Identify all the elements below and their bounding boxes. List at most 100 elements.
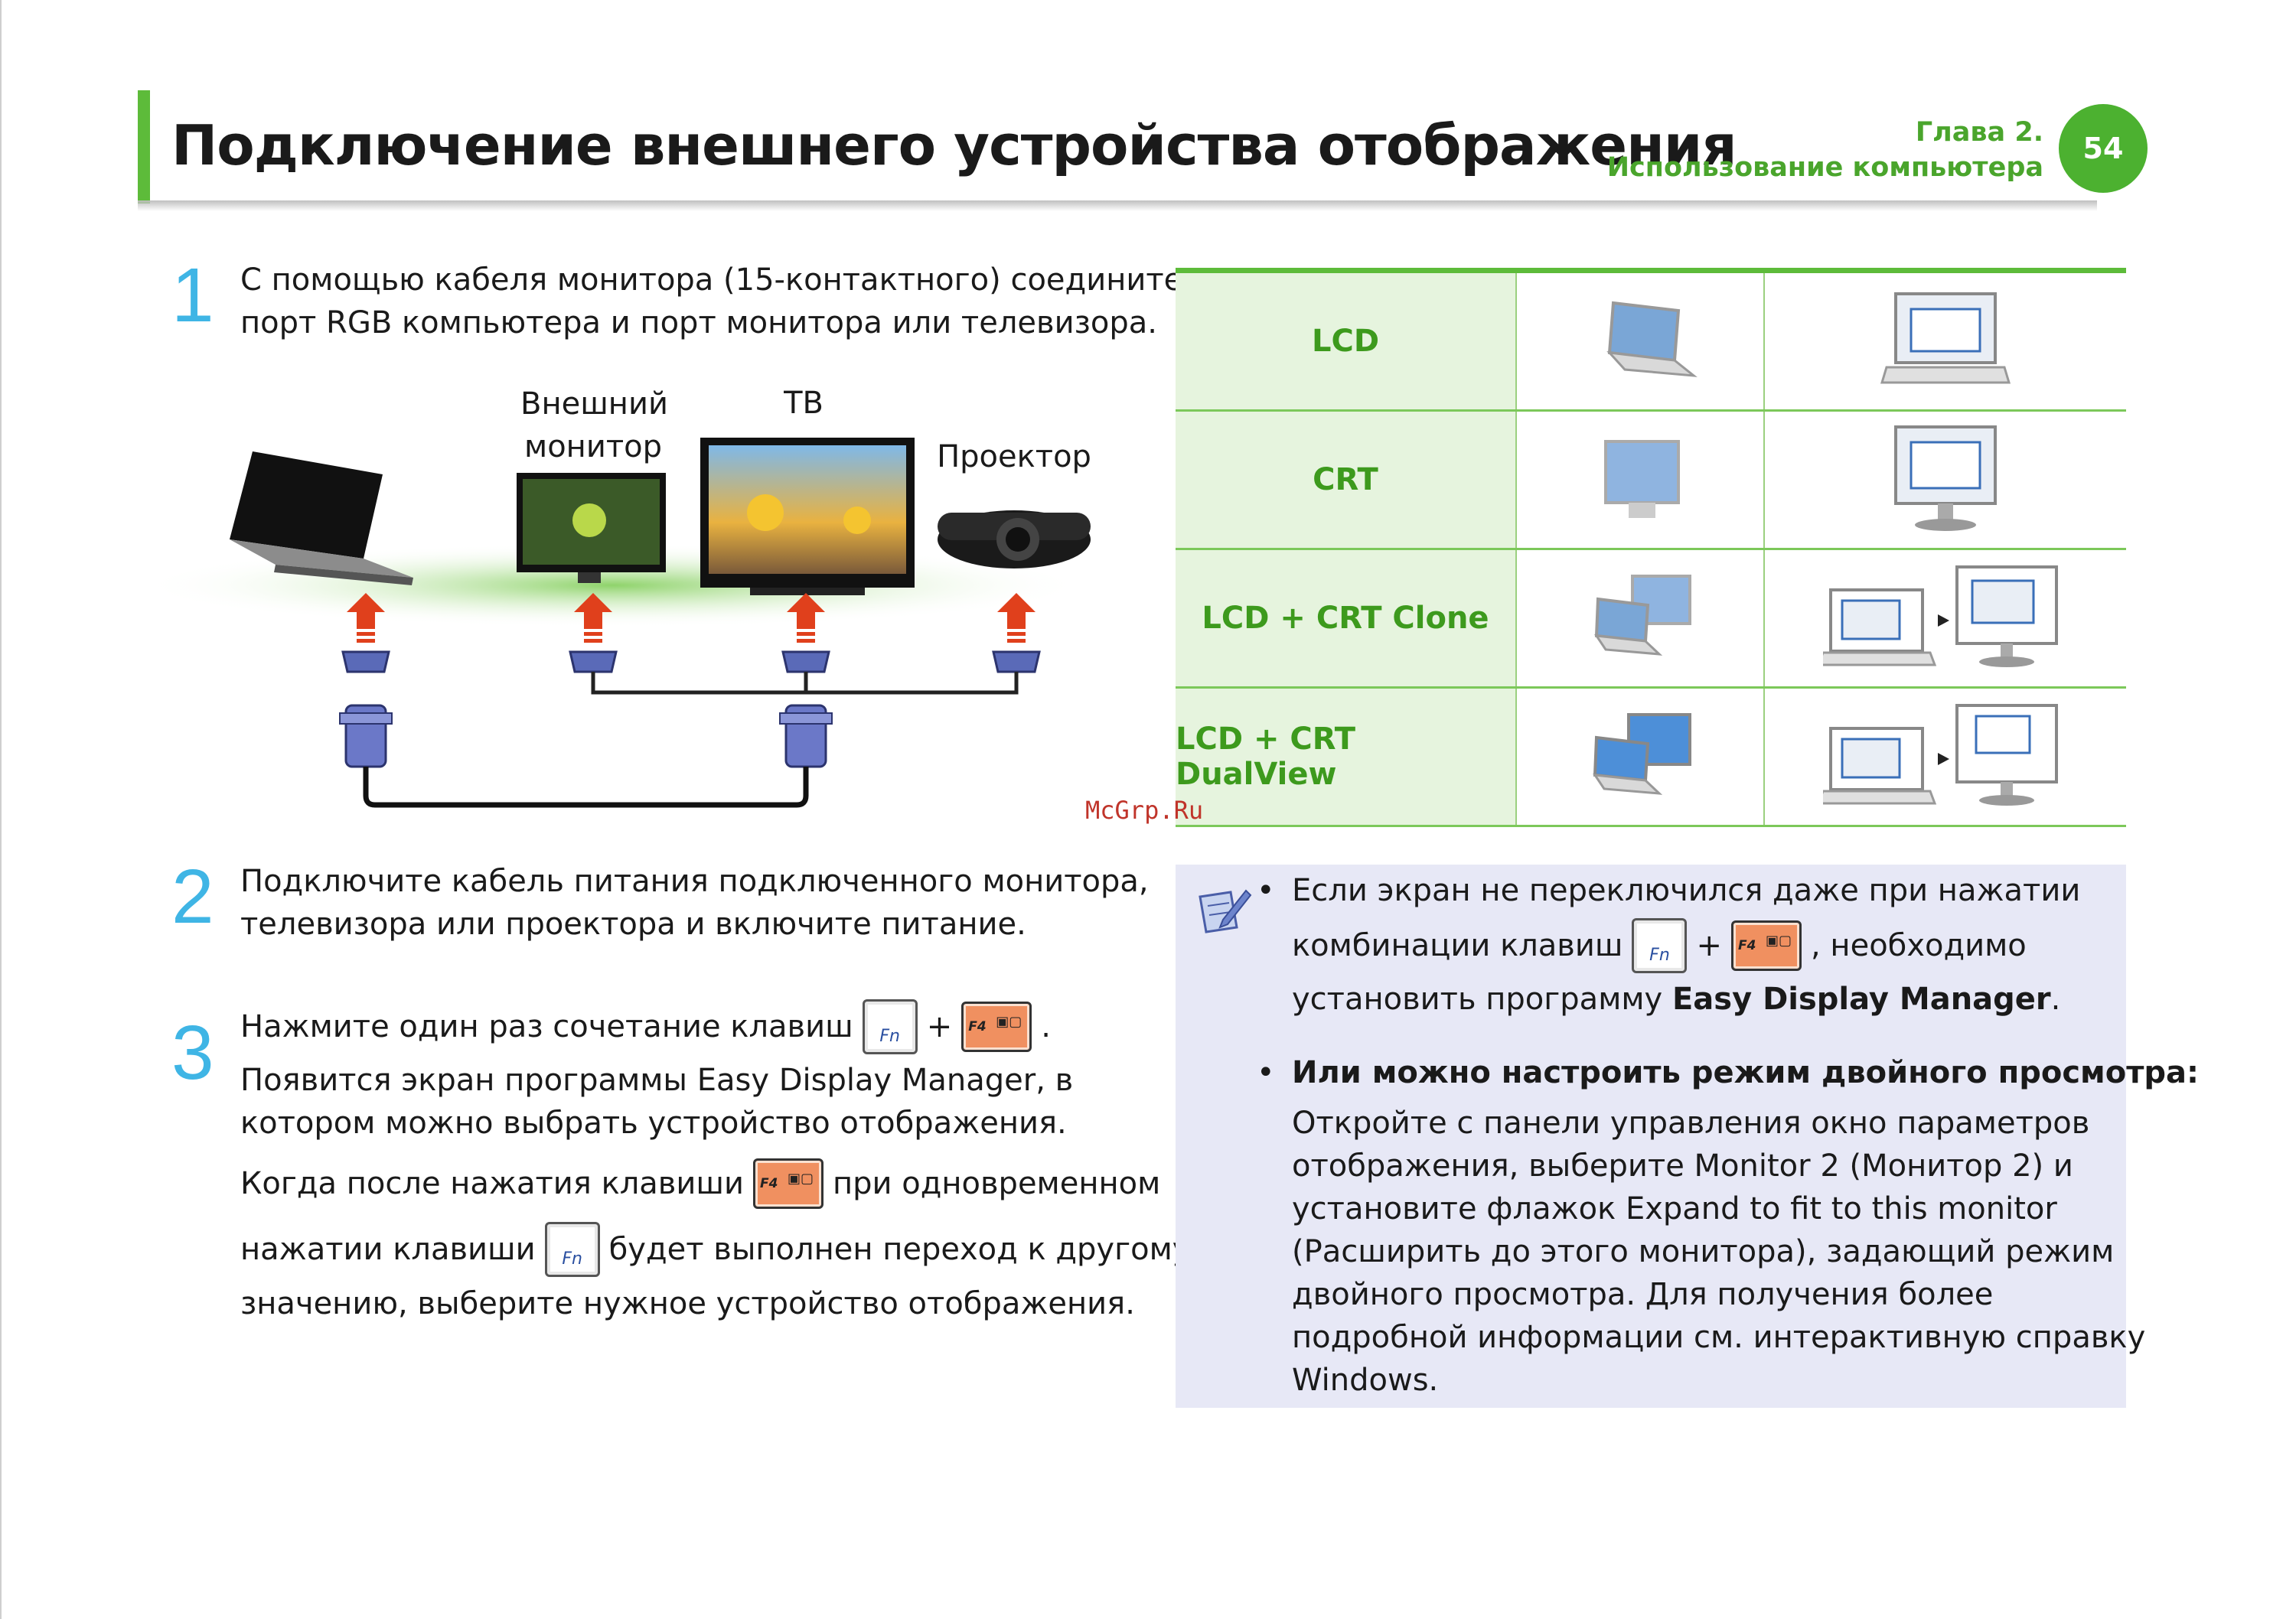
note-item-2: Или можно настроить режим двойного просм… [1292,1051,2199,1402]
projector-label: Проектор [937,439,1091,474]
fn-key-label: Fn [562,1249,582,1269]
step-3-text-fragment: нажатии клавиши [240,1232,536,1267]
note-heading: Или можно настроить режим двойного просм… [1292,1055,2200,1090]
step-3-line: Когда после нажатия клавиши F4▣▢ при одн… [240,1151,1190,1217]
note-line: установите флажок Expand to fit to this … [1292,1191,2057,1226]
mode-row-clone: LCD + CRT Clone [1176,550,2126,689]
projector-image [938,510,1091,568]
note-text-fragment: , необходимо [1811,928,2027,963]
f4-key-label: F4 [1738,938,1756,953]
vga-port [341,650,390,673]
step-3-text-fragment: будет выполнен переход к другому [608,1232,1191,1267]
tv-image [700,438,915,595]
note-item-1: Если экран не переключился даже при нажа… [1292,869,2080,1021]
vga-plug [779,704,833,768]
vga-plug [339,704,393,768]
monitor-icon [1517,412,1765,548]
step-3-text: Нажмите один раз сочетание клавиш Fn + F… [240,995,1190,1325]
display-mode-table: LCD CRT LCD + CRT Clone LCD + CRT DualVi… [1176,268,2126,827]
f4-key-icon: F4 ▣▢ [961,1002,1032,1052]
step-3-line: нажатии клавиши Fn будет выполнен перехо… [240,1217,1190,1282]
fn-key-label: Fn [1649,946,1670,965]
note-pencil-icon [1199,889,1252,933]
step-3-line: значению, выберите нужное устройство ото… [240,1286,1135,1321]
vga-port [569,650,618,673]
f4-key-icon: F4 ▣▢ [752,1158,823,1209]
step-2-line: Подключите кабель питания подключенного … [240,864,1149,899]
mode-row-crt: CRT [1176,412,2126,550]
laptop-icon [1517,273,1765,409]
page-number-badge: 54 [2059,104,2148,193]
fn-key-icon: Fn [1632,918,1688,973]
crt-screen-preview [1765,412,2126,548]
title-accent-bar [138,90,150,204]
note-line: подробной информации см. интерактивную с… [1292,1320,2146,1355]
fn-key-icon: Fn [544,1222,600,1277]
page-title: Подключение внешнего устройства отображе… [171,113,1737,178]
step-3-text-fragment: . [1041,1009,1051,1044]
title-underline [138,200,2097,211]
mode-label: LCD [1176,273,1517,409]
note-line: Откройте с панели управления окно параме… [1292,1106,2090,1141]
note-bullet: • [1257,873,1275,908]
step-1-line: С помощью кабеля монитора (15-контактног… [240,262,1183,298]
step-1-number: 1 [171,252,214,338]
fn-key-icon: Fn [862,999,918,1054]
f4-key-label: F4 [759,1176,778,1191]
external-monitor-image [517,473,666,583]
connection-arrow [347,593,385,643]
connection-diagram [153,438,1091,808]
step-3-number: 3 [171,1010,214,1096]
connection-arrow [997,593,1035,643]
laptop-monitor-icon [1517,550,1765,686]
fn-key-label: Fn [879,1027,900,1046]
clone-screen-preview [1765,550,2126,686]
vga-cable [363,767,809,808]
laptop-monitor-icon [1517,689,1765,825]
vga-port [781,650,830,673]
mode-label: CRT [1176,412,1517,548]
step-3-line: Нажмите один раз сочетание клавиш Fn + F… [240,995,1190,1059]
note-line: Windows. [1292,1363,1439,1398]
lcd-screen-preview [1765,273,2126,409]
display-switch-icon: ▣▢ [996,1014,1022,1030]
note-text-fragment: . [2050,982,2061,1017]
step-3-line: Появится экран программы Easy Display Ma… [240,1063,1074,1098]
connection-arrow [574,593,612,643]
note-line: двойного просмотра. Для получения более [1292,1277,1994,1312]
port-link-line [591,672,1019,695]
vga-port [992,650,1041,673]
watermark: McGrp.Ru [1085,796,1204,825]
step-3-text-fragment: Нажмите один раз сочетание клавиш [240,1009,853,1044]
step-2-text: Подключите кабель питания подключенного … [240,860,1149,946]
mode-label: LCD + CRT DualView [1176,689,1517,825]
dualview-screen-preview [1765,689,2126,825]
note-line: Если экран не переключился даже при нажа… [1292,873,2081,908]
f4-key-label: F4 [968,1019,987,1034]
mode-label: LCD + CRT Clone [1176,550,1517,686]
step-1-text: С помощью кабеля монитора (15-контактног… [240,259,1182,344]
laptop-image [230,451,413,585]
note-bullet: • [1257,1055,1275,1090]
step-3-text-fragment: Когда после нажатия клавиши [240,1166,744,1201]
page-edge [0,0,2,1619]
monitor-label: Внешний монитор [520,383,668,468]
tv-label: ТВ [784,386,823,421]
plus-sign: + [926,1009,953,1044]
note-line: отображения, выберите Monitor 2 (Монитор… [1292,1148,2073,1184]
f4-key-icon: F4▣▢ [1731,920,1802,971]
step-1-line: порт RGB компьютера и порт монитора или … [240,305,1157,340]
chapter-number: Глава 2. [1915,117,2043,148]
step-2-line: телевизора или проектора и включите пита… [240,907,1026,942]
display-switch-icon: ▣▢ [787,1171,814,1187]
monitor-label-line: монитор [524,429,662,464]
note-text-fragment: комбинации клавиш [1292,928,1623,963]
chapter-label: Глава 2. Использование компьютера [1607,115,2043,185]
note-text-fragment: установить программу [1292,982,1663,1017]
note-box: • Если экран не переключился даже при на… [1176,865,2199,1408]
chapter-title: Использование компьютера [1606,152,2043,183]
plus-sign: + [1696,928,1722,963]
step-3-line: котором можно выбрать устройство отображ… [240,1106,1067,1141]
mode-row-lcd: LCD [1176,273,2126,412]
step-2-number: 2 [171,854,214,940]
